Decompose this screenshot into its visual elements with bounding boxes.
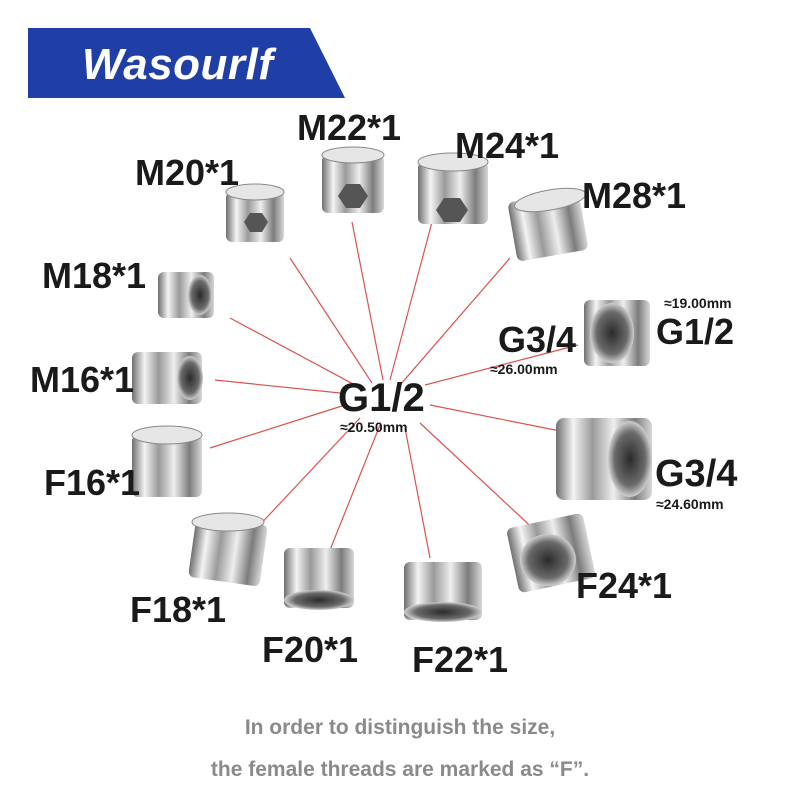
footer-note-line2: the female threads are marked as “F”. [210, 758, 590, 781]
fitting-label-m28: M28*1 [582, 175, 687, 216]
fitting-label-f22: F22*1 [412, 639, 509, 680]
footer-note-line1: In order to distinguish the size, [244, 716, 556, 739]
fitting-m18-image [158, 272, 214, 318]
fitting-m22-image [321, 146, 385, 213]
connector-lines [209, 221, 579, 559]
adapter-g34-thread: G3/4 [655, 453, 738, 495]
adapter-g34-image [556, 418, 652, 500]
fitting-f22-image [404, 562, 482, 622]
fitting-f20-image [284, 548, 354, 610]
connector-line [389, 221, 433, 381]
fitting-f16-image [131, 425, 203, 497]
fitting-label-m16: M16*1 [30, 359, 135, 400]
fitting-label-f16: F16*1 [44, 462, 141, 503]
fitting-label-f24: F24*1 [576, 565, 673, 606]
connector-line [429, 404, 566, 433]
adapter-g34-size: ≈24.60mm [656, 496, 724, 512]
connector-line [229, 317, 356, 386]
adapter-g34-g12-image [584, 300, 650, 366]
connector-line [254, 417, 361, 531]
connector-line [399, 257, 511, 386]
adapter-right-size: ≈19.00mm [664, 295, 732, 311]
adapter-left-thread: G3/4 [498, 319, 577, 360]
connector-line [419, 422, 541, 536]
brand-logo-text: Wasourlf [82, 40, 274, 89]
fitting-f18-image [188, 512, 268, 586]
fitting-label-f20: F20*1 [262, 629, 359, 670]
fitting-label-m18: M18*1 [42, 255, 147, 296]
fitting-m24-image [417, 152, 489, 224]
brand-banner [28, 28, 345, 98]
connector-line [289, 257, 373, 384]
center-size-label: ≈20.50mm [340, 419, 408, 435]
adapter-left-size: ≈26.00mm [490, 361, 558, 377]
connector-line [351, 221, 384, 381]
connector-line [424, 344, 579, 386]
adapter-right-thread: G1/2 [656, 311, 735, 352]
fitting-f24-image [507, 513, 595, 593]
connector-line [404, 427, 431, 559]
center-thread-label: G1/2 [338, 376, 425, 420]
fitting-label-m20: M20*1 [135, 152, 240, 193]
connector-line [214, 379, 341, 394]
fitting-label-m24: M24*1 [455, 125, 560, 166]
fitting-m20-image [225, 183, 285, 242]
connector-line [209, 404, 346, 449]
fitting-label-m22: M22*1 [297, 107, 402, 148]
fitting-m28-image [508, 187, 588, 261]
fitting-m16-image [132, 352, 203, 404]
connector-line [329, 424, 381, 551]
fitting-label-f18: F18*1 [130, 589, 227, 630]
